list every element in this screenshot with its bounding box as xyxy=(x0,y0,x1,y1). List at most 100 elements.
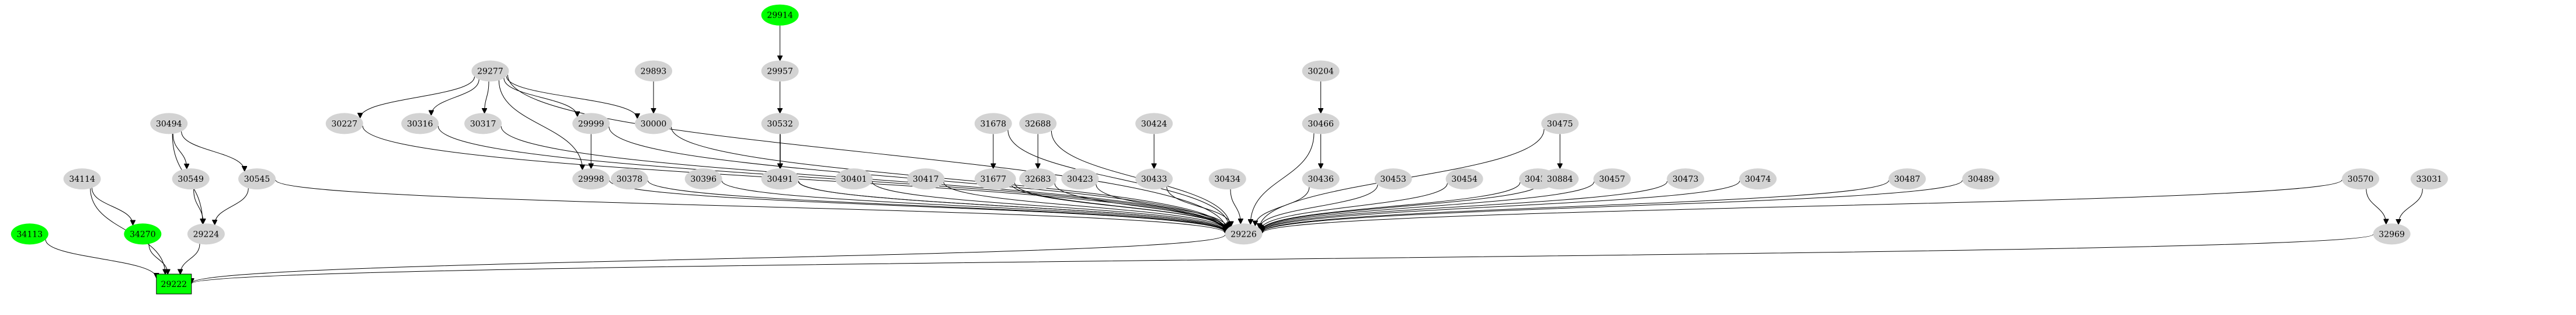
node-label-30487: 30487 xyxy=(1894,175,1920,184)
node-30204: 30204 xyxy=(1302,60,1340,82)
node-30401: 30401 xyxy=(835,168,873,190)
edge-30494-to-30549 xyxy=(172,133,187,169)
node-shape-30487 xyxy=(1888,168,1926,190)
node-30433: 30433 xyxy=(1135,168,1173,190)
edge-30457-to-29226 xyxy=(1262,181,1595,231)
node-shape-30532 xyxy=(761,113,799,134)
node-shape-30453 xyxy=(1374,168,1412,190)
node-shape-30570 xyxy=(2342,168,2380,190)
edge-29224-to-29222 xyxy=(180,244,200,274)
node-shape-30316 xyxy=(401,113,439,134)
node-label-30000: 30000 xyxy=(641,119,667,129)
node-shape-30545 xyxy=(238,168,276,190)
edge-29277-to-30316 xyxy=(431,79,479,115)
node-30417: 30417 xyxy=(907,168,945,190)
node-shape-31677 xyxy=(974,168,1012,190)
edges-layer xyxy=(45,25,2423,284)
node-30424: 30424 xyxy=(1135,113,1173,134)
node-30532: 30532 xyxy=(761,113,799,134)
node-30454: 30454 xyxy=(1445,168,1483,190)
node-31678: 31678 xyxy=(974,113,1012,134)
node-label-33031: 33031 xyxy=(2416,175,2442,184)
node-29998: 29998 xyxy=(572,168,610,190)
edge-29277-to-30317 xyxy=(485,81,489,113)
node-31677: 31677 xyxy=(974,168,1012,190)
edge-33031-to-32969 xyxy=(2398,188,2423,224)
node-label-30227: 30227 xyxy=(331,119,357,129)
node-label-30570: 30570 xyxy=(2348,175,2374,184)
node-shape-29914 xyxy=(761,4,799,26)
node-30549: 30549 xyxy=(172,168,210,190)
edge-30466-to-29226 xyxy=(1250,133,1315,224)
node-29957: 29957 xyxy=(761,60,799,82)
node-30494: 30494 xyxy=(150,113,188,134)
node-shape-30417 xyxy=(907,168,945,190)
node-shape-29999 xyxy=(572,113,610,134)
node-shape-30204 xyxy=(1302,60,1340,82)
node-30466: 30466 xyxy=(1302,113,1340,134)
node-label-30436: 30436 xyxy=(1308,175,1334,184)
node-30434: 30434 xyxy=(1208,168,1246,190)
node-shape-30227 xyxy=(325,113,363,134)
node-label-30401: 30401 xyxy=(841,175,867,184)
node-label-30474: 30474 xyxy=(1745,175,1771,184)
edge-30417-to-29226 xyxy=(943,182,1226,231)
node-30423: 30423 xyxy=(1061,168,1099,190)
node-30436: 30436 xyxy=(1302,168,1340,190)
node-30453: 30453 xyxy=(1374,168,1412,190)
node-29914: 29914 xyxy=(761,4,799,26)
node-30474: 30474 xyxy=(1739,168,1777,190)
node-label-29226: 29226 xyxy=(1230,230,1257,239)
node-30396: 30396 xyxy=(684,168,722,190)
node-shape-30475 xyxy=(1541,113,1579,134)
node-label-30491: 30491 xyxy=(767,175,793,184)
node-34114: 34114 xyxy=(63,168,101,190)
edge-30378-to-29226 xyxy=(647,180,1225,233)
node-shape-30466 xyxy=(1302,113,1340,134)
node-shape-32688 xyxy=(1019,113,1057,134)
node-30487: 30487 xyxy=(1888,168,1926,190)
node-30000: 30000 xyxy=(635,113,673,134)
node-label-30453: 30453 xyxy=(1380,175,1406,184)
node-label-32683: 32683 xyxy=(1025,175,1051,184)
edge-34113-to-29222 xyxy=(45,239,157,278)
node-shape-30423 xyxy=(1061,168,1099,190)
node-shape-31678 xyxy=(974,113,1012,134)
edge-34114-to-34270 xyxy=(91,188,133,225)
node-label-31677: 31677 xyxy=(981,175,1007,184)
edge-30400-to-29226 xyxy=(798,181,1225,232)
node-shape-33031 xyxy=(2410,168,2448,190)
node-30475: 30475 xyxy=(1541,113,1579,134)
node-label-29277: 29277 xyxy=(477,67,503,77)
node-label-30396: 30396 xyxy=(690,175,717,184)
node-shape-34114 xyxy=(63,168,101,190)
node-shape-32683 xyxy=(1019,168,1057,190)
node-label-30424: 30424 xyxy=(1141,119,1167,129)
node-shape-30494 xyxy=(150,113,188,134)
node-label-30549: 30549 xyxy=(178,175,204,184)
node-shape-29957 xyxy=(761,60,799,82)
node-label-29998: 29998 xyxy=(578,175,604,184)
node-label-29957: 29957 xyxy=(767,67,793,77)
node-30473: 30473 xyxy=(1667,168,1705,190)
node-shape-30401 xyxy=(835,168,873,190)
node-30545: 30545 xyxy=(238,168,276,190)
node-30378: 30378 xyxy=(610,168,648,190)
node-32683: 32683 xyxy=(1019,168,1057,190)
edge-30489-to-29226 xyxy=(1262,180,1963,233)
node-label-30494: 30494 xyxy=(156,119,182,129)
edge-30494-to-30545 xyxy=(181,131,245,171)
node-34270: 34270 xyxy=(124,223,162,245)
edge-30549-to-29224 xyxy=(193,189,203,224)
node-label-32969: 32969 xyxy=(2379,230,2405,239)
node-shape-29226 xyxy=(1225,223,1263,245)
node-label-29914: 29914 xyxy=(767,11,793,20)
node-shape-30454 xyxy=(1445,168,1483,190)
node-30457: 30457 xyxy=(1593,168,1631,190)
node-shape-29224 xyxy=(187,223,225,245)
edge-30453-to-29226 xyxy=(1259,184,1378,229)
edge-29277-to-30227 xyxy=(360,77,475,118)
node-30227: 30227 xyxy=(325,113,363,134)
